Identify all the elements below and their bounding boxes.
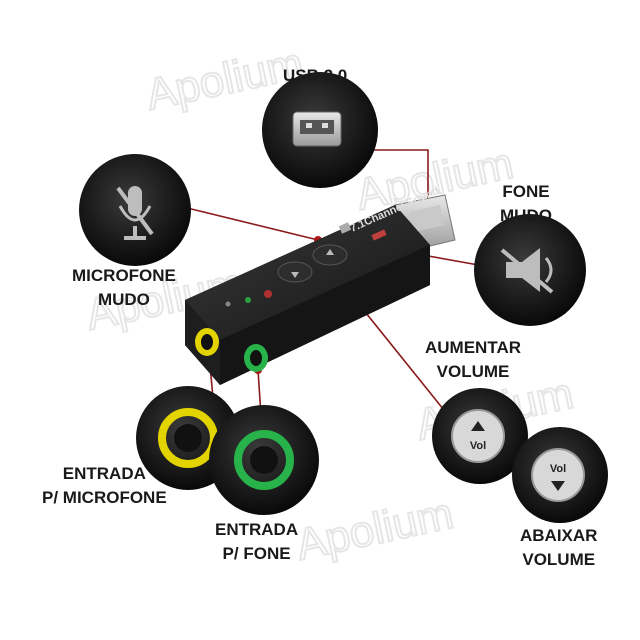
watermark-text: Apolium bbox=[292, 489, 458, 570]
mic-mute-label: MICROFONE MUDO bbox=[72, 266, 176, 309]
vol-up-zoom-circle: Vol bbox=[432, 388, 528, 484]
speaker-mute-icon bbox=[500, 248, 554, 294]
vol-button-text: Vol bbox=[550, 463, 566, 475]
vol-down-label: ABAIXAR VOLUME bbox=[520, 526, 598, 569]
vol-down-zoom-circle: Vol bbox=[512, 427, 608, 523]
arrow-down-icon bbox=[551, 481, 565, 491]
mic-input-label: ENTRADA P/ MICROFONE bbox=[42, 464, 167, 507]
usb-label: USB 2.0 bbox=[283, 66, 348, 85]
mic-mute-icon bbox=[116, 186, 154, 240]
vol-button-text: Vol bbox=[470, 440, 486, 452]
mic-mute-zoom-circle bbox=[79, 154, 191, 266]
arrow-up-icon bbox=[471, 421, 485, 431]
phone-input-label: ENTRADA P/ FONE bbox=[215, 520, 299, 563]
phone-jack-zoom-circle bbox=[209, 405, 319, 515]
sound-card-device: 7.1Channel Sound bbox=[185, 185, 456, 385]
phone-mute-label: FONE MUDO bbox=[500, 182, 552, 225]
usb-zoom-circle bbox=[262, 72, 378, 188]
vol-up-label: AUMENTAR VOLUME bbox=[425, 338, 522, 381]
phone-mute-zoom-circle bbox=[474, 214, 586, 326]
